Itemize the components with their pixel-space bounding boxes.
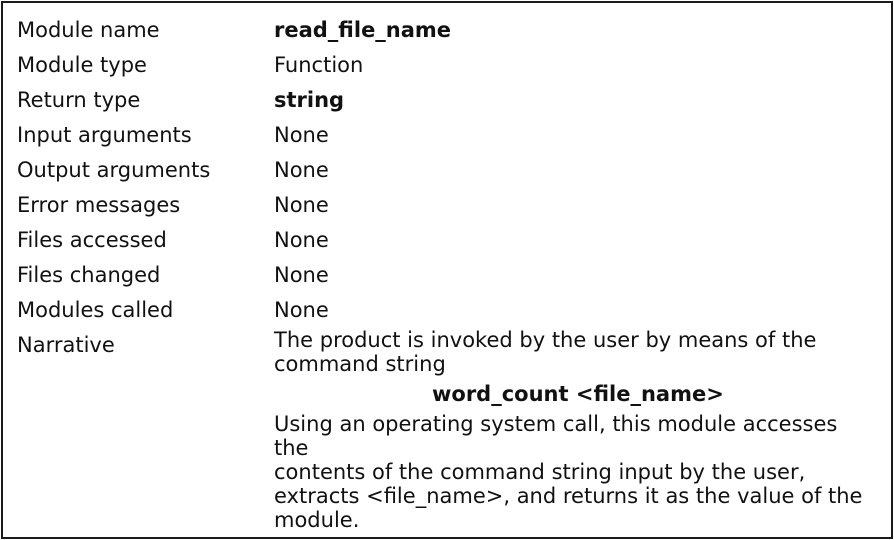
field-label: Files changed	[17, 263, 161, 287]
field-value: None	[274, 123, 329, 147]
row-narrative: Narrative	[3, 330, 891, 360]
field-value: None	[274, 263, 329, 287]
narrative-line: The product is invoked by the user by me…	[274, 328, 817, 352]
field-label: Error messages	[17, 193, 181, 217]
field-label: Modules called	[17, 298, 174, 322]
field-value: None	[274, 228, 329, 252]
field-label: Narrative	[17, 333, 115, 357]
row-error-messages: Error messages None	[3, 190, 891, 220]
row-output-arguments: Output arguments None	[3, 155, 891, 185]
row-return-type: Return type string	[3, 85, 891, 115]
field-value: string	[274, 88, 345, 112]
field-label: Module type	[17, 53, 147, 77]
row-files-changed: Files changed None	[3, 260, 891, 290]
field-value: None	[274, 158, 329, 182]
narrative-line: Using an operating system call, this mod…	[274, 412, 838, 460]
field-label: Output arguments	[17, 158, 211, 182]
field-value: None	[274, 298, 329, 322]
field-label: Return type	[17, 88, 141, 112]
row-module-type: Module type Function	[3, 50, 891, 80]
row-files-accessed: Files accessed None	[3, 225, 891, 255]
command-string: word_count <file_name>	[432, 382, 724, 406]
narrative-line: contents of the command string input by …	[274, 460, 806, 484]
field-value: read_file_name	[274, 18, 452, 42]
narrative-line: module.	[274, 508, 360, 532]
field-label: Files accessed	[17, 228, 167, 252]
row-module-name: Module name read_file_name	[3, 15, 891, 45]
field-value: Function	[274, 53, 364, 77]
row-input-arguments: Input arguments None	[3, 120, 891, 150]
narrative-line: command string	[274, 352, 446, 376]
narrative-line: extracts <file_name>, and returns it as …	[274, 484, 863, 508]
row-modules-called: Modules called None	[3, 295, 891, 325]
field-value: None	[274, 193, 329, 217]
field-label: Module name	[17, 18, 160, 42]
narrative-text: The product is invoked by the user by me…	[274, 328, 874, 532]
field-label: Input arguments	[17, 123, 192, 147]
